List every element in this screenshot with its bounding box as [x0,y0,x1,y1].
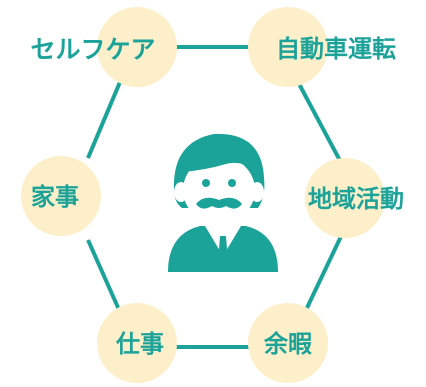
left-eye [202,179,210,187]
connector-work-housework [86,239,122,313]
node-label: 余暇 [263,330,312,358]
left-ear [174,182,188,202]
node-self-care: セルフケア [30,7,177,87]
hair-fringe [182,145,256,172]
connector-community-leisure [303,227,347,313]
connector-lines [86,45,347,349]
node-circle [97,303,177,383]
node-label: 仕事 [115,330,164,358]
node-circle [248,303,328,383]
man-with-mustache-icon [168,133,278,272]
node-circle [305,158,385,238]
node-work: 仕事 [97,303,177,383]
node-housework: 家事 [21,156,101,236]
mustache-shape [196,197,242,209]
right-ear [250,182,264,202]
node-circle [248,7,328,87]
tie-shape [218,236,228,270]
node-label: 自動車運転 [276,35,396,63]
node-circle [97,7,177,87]
node-leisure: 余暇 [248,303,328,383]
node-community: 地域活動 [305,158,404,238]
node-label: 家事 [31,183,79,211]
node-circle [21,156,101,236]
right-eye [228,179,236,187]
connector-housework-selfcare [86,81,122,159]
node-label: セルフケア [30,35,155,64]
connector-driving-community [296,81,347,171]
node-label: 地域活動 [308,185,404,213]
node-driving: 自動車運転 [248,7,396,87]
